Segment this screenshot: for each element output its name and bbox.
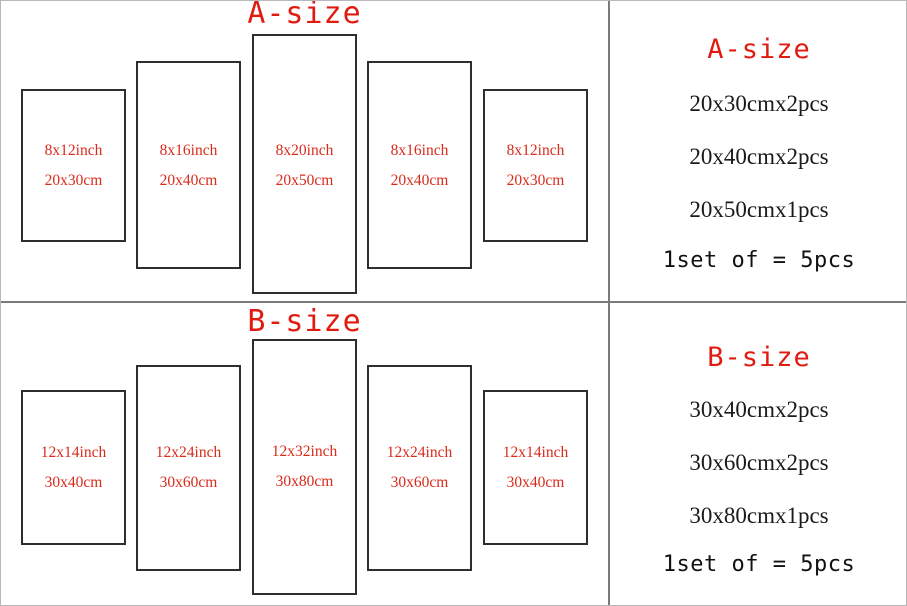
b-size-frame-3-cm: 30x80cm xyxy=(275,473,334,490)
a-size-frame-1-cm: 20x30cm xyxy=(44,172,103,189)
b-size-summary-area: B-size 30x40cmx2pcs 30x60cmx2pcs 30x80cm… xyxy=(610,303,906,605)
b-size-frame-4[interactable]: 12x24inch 30x60cm xyxy=(367,365,472,571)
b-size-summary-line-1: 30x40cmx2pcs xyxy=(689,397,829,422)
column-divider-vertical xyxy=(608,1,610,605)
b-size-frame-1-cm: 30x40cm xyxy=(44,474,103,491)
a-size-frame-1-inch: 8x12inch xyxy=(44,142,103,159)
a-size-summary-line-2: 20x40cmx2pcs xyxy=(689,144,829,169)
b-size-frame-4-labels: 12x24inch 30x60cm xyxy=(369,438,470,498)
b-size-frame-2[interactable]: 12x24inch 30x60cm xyxy=(136,365,241,571)
a-size-frame-1-labels: 8x12inch 20x30cm xyxy=(23,136,124,196)
b-size-frame-1[interactable]: 12x14inch 30x40cm xyxy=(21,390,126,545)
b-size-frame-2-inch: 12x24inch xyxy=(155,444,222,461)
a-size-summary-title: A-size xyxy=(707,34,811,65)
b-size-frame-5[interactable]: 12x14inch 30x40cm xyxy=(483,390,588,545)
a-size-frame-1[interactable]: 8x12inch 20x30cm xyxy=(21,89,126,242)
b-size-summary-total: 1set of = 5pcs xyxy=(662,552,856,577)
b-size-summary-title: B-size xyxy=(707,342,811,373)
a-size-frame-3[interactable]: 8x20inch 20x50cm xyxy=(252,34,357,294)
a-size-frame-2[interactable]: 8x16inch 20x40cm xyxy=(136,61,241,269)
a-size-frame-5-inch: 8x12inch xyxy=(506,142,565,159)
b-size-frame-3-labels: 12x32inch 30x80cm xyxy=(254,437,355,497)
a-size-summary-line-1: 20x30cmx2pcs xyxy=(689,91,829,116)
a-size-summary-total: 1set of = 5pcs xyxy=(662,248,856,273)
b-size-frame-5-labels: 12x14inch 30x40cm xyxy=(485,438,586,498)
a-size-frame-4-inch: 8x16inch xyxy=(390,142,449,159)
section-divider-horizontal xyxy=(1,301,906,303)
a-size-frame-3-cm: 20x50cm xyxy=(275,172,334,189)
a-size-section-title: A-size xyxy=(247,0,362,31)
a-size-summary-line-3: 20x50cmx1pcs xyxy=(689,197,829,222)
a-size-frame-5-labels: 8x12inch 20x30cm xyxy=(485,136,586,196)
b-size-frame-3[interactable]: 12x32inch 30x80cm xyxy=(252,339,357,595)
b-size-summary-line-3: 30x80cmx1pcs xyxy=(689,503,829,528)
a-size-frame-3-labels: 8x20inch 20x50cm xyxy=(254,136,355,196)
a-size-frame-4[interactable]: 8x16inch 20x40cm xyxy=(367,61,472,269)
a-size-frame-2-cm: 20x40cm xyxy=(159,172,218,189)
b-size-frame-5-inch: 12x14inch xyxy=(502,444,569,461)
a-size-panels-area: A-size 8x12inch 20x30cm 8x16inch 20x40cm… xyxy=(1,1,608,302)
b-size-frame-5-cm: 30x40cm xyxy=(506,474,565,491)
a-size-frame-5[interactable]: 8x12inch 20x30cm xyxy=(483,89,588,242)
b-size-frame-2-cm: 30x60cm xyxy=(159,474,218,491)
b-size-panels-area: B-size 12x14inch 30x40cm 12x24inch 30x60… xyxy=(1,303,608,605)
b-size-frame-1-inch: 12x14inch xyxy=(40,444,107,461)
b-size-frame-4-inch: 12x24inch xyxy=(386,444,453,461)
a-size-frame-4-labels: 8x16inch 20x40cm xyxy=(369,136,470,196)
section-b-size: B-size 12x14inch 30x40cm 12x24inch 30x60… xyxy=(1,303,906,605)
a-size-frame-3-inch: 8x20inch xyxy=(275,142,334,159)
a-size-frame-5-cm: 20x30cm xyxy=(506,172,565,189)
b-size-summary-line-2: 30x60cmx2pcs xyxy=(689,450,829,475)
a-size-summary-area: A-size 20x30cmx2pcs 20x40cmx2pcs 20x50cm… xyxy=(610,1,906,302)
b-size-frame-1-labels: 12x14inch 30x40cm xyxy=(23,438,124,498)
a-size-frame-2-labels: 8x16inch 20x40cm xyxy=(138,136,239,196)
b-size-frame-4-cm: 30x60cm xyxy=(390,474,449,491)
b-size-section-title: B-size xyxy=(247,304,362,339)
section-a-size: A-size 8x12inch 20x30cm 8x16inch 20x40cm… xyxy=(1,1,906,302)
b-size-frame-3-inch: 12x32inch xyxy=(271,443,338,460)
b-size-frame-2-labels: 12x24inch 30x60cm xyxy=(138,438,239,498)
a-size-frame-2-inch: 8x16inch xyxy=(159,142,218,159)
a-size-frame-4-cm: 20x40cm xyxy=(390,172,449,189)
